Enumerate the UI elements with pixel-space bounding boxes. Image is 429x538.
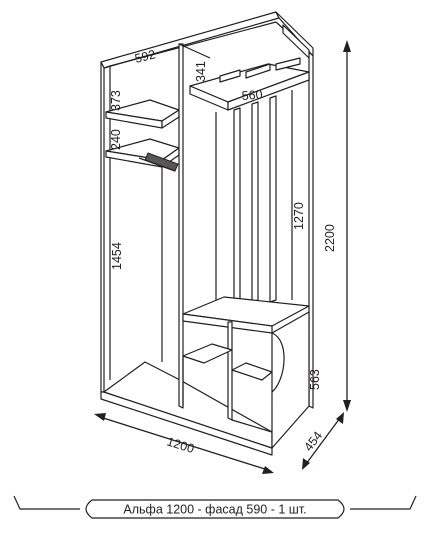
caption-frame: [85, 499, 345, 519]
caption-bar: Альфа 1200 - фасад 590 - 1 шт.: [13, 495, 417, 519]
divider-panel: [178, 43, 184, 409]
dim-hanger-shelf-width: 560: [241, 88, 263, 103]
dimensions: [94, 40, 351, 474]
dim-hanger-panel-height: 1270: [292, 202, 306, 230]
bottom-floor: [103, 361, 273, 449]
hanger-panel-2: [251, 101, 259, 303]
shelf-item-1: [219, 69, 241, 83]
bench-shelf-left: [182, 343, 233, 364]
dim-left-section-height: 1454: [110, 242, 124, 270]
left-section: [105, 99, 180, 362]
top-panel: [100, 11, 280, 69]
shelf-item-2: [245, 63, 271, 79]
dim-shelf-gap-bottom: 240: [109, 129, 123, 150]
dim-width: 1200: [165, 434, 196, 456]
dim-top-depth: 592: [133, 47, 157, 66]
dim-bench-height: 563: [308, 369, 322, 390]
bench-shelf-right: [231, 362, 273, 381]
middle-divider: [178, 43, 211, 409]
bench-section: [182, 296, 310, 449]
hanger-panel-3: [269, 95, 277, 303]
bench-side: [271, 311, 310, 449]
shelf-item-3: [275, 57, 301, 71]
left-side-panel: [100, 61, 105, 393]
hanger-panel-1: [233, 107, 241, 303]
dim-height: 2200: [323, 224, 337, 252]
caption-right-line: [350, 495, 417, 510]
top-inner-block: [282, 24, 310, 59]
hanger-panels: [215, 90, 293, 303]
caption-text: Альфа 1200 - фасад 590 - 1 шт.: [123, 503, 306, 517]
dim-depth: 454: [301, 429, 325, 454]
dim-shelf-gap-top: 373: [109, 90, 123, 111]
right-section-top: [189, 57, 310, 111]
caption-left-line: [13, 495, 80, 510]
wardrobe-carcass: [100, 11, 314, 456]
dim-top-shelf-height: 341: [194, 61, 208, 82]
right-side-panel: [308, 51, 314, 409]
bench-inner-divider: [227, 321, 233, 421]
